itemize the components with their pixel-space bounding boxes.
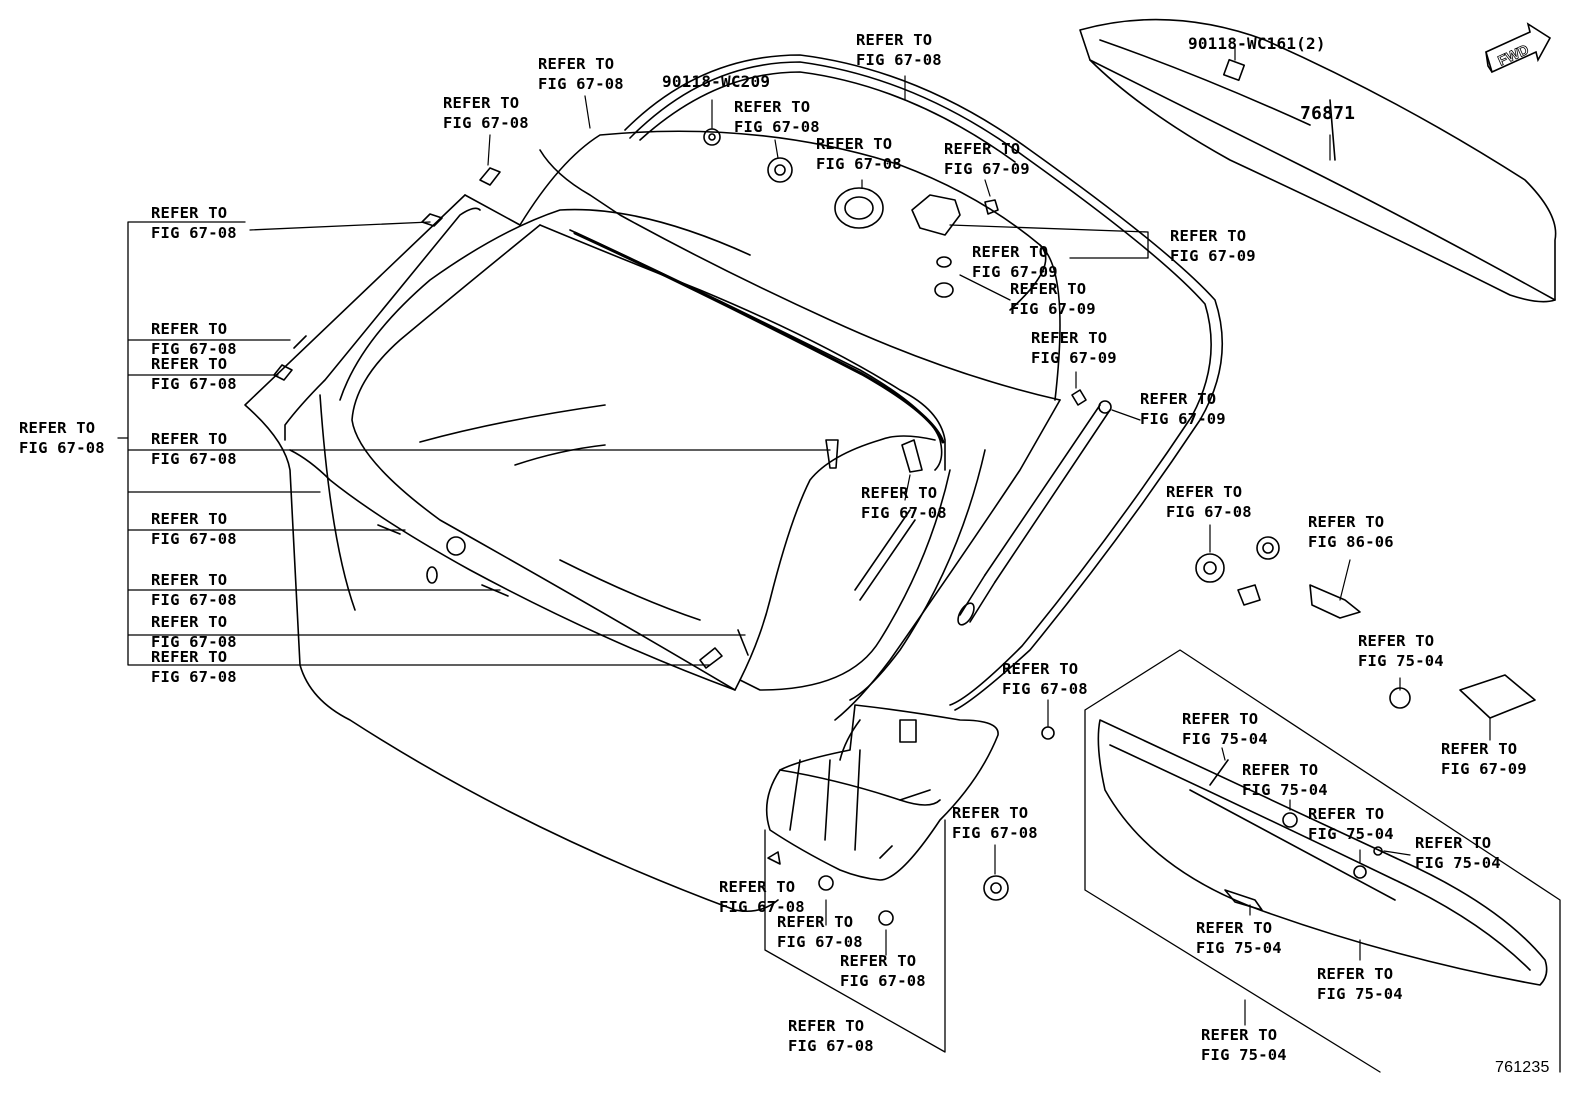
- part-number-clip-pair: 90118-WC161(2): [1188, 34, 1326, 53]
- part-number-spoiler: 76871: [1300, 103, 1356, 124]
- leader-lines: [487, 44, 1491, 1026]
- gas-strut: [957, 400, 1112, 626]
- trim-panel: [765, 704, 999, 881]
- inner-frame: [339, 208, 986, 701]
- lower-garnish: [1097, 719, 1548, 986]
- rear-spoiler: [1079, 18, 1557, 303]
- window-glass: [351, 224, 946, 691]
- back-door-panel: [244, 130, 1061, 913]
- part-number-grommet: 90118-WC209: [662, 72, 771, 91]
- diagram-id: 761235: [1495, 1059, 1550, 1076]
- fasteners: [273, 58, 1536, 926]
- leader-frames: [117, 221, 1561, 1073]
- forward-arrow-icon: FWD: [1485, 22, 1552, 74]
- weatherstrip: [624, 54, 1224, 711]
